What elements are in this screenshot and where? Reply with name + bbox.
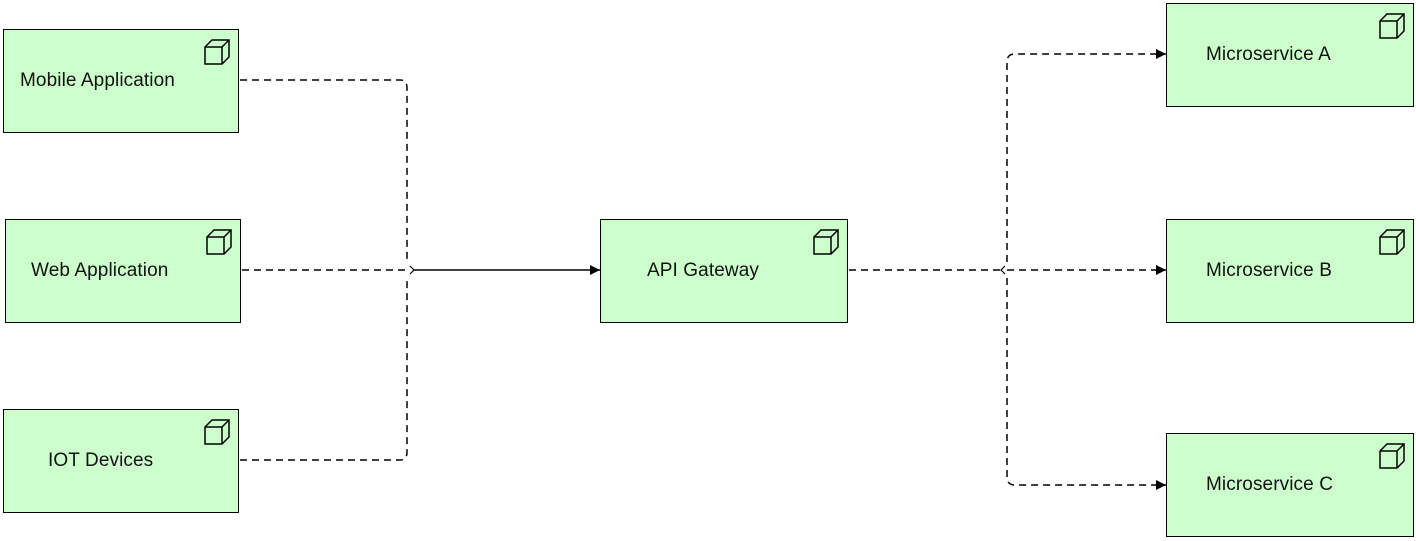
node-label: API Gateway (647, 260, 759, 281)
connector-junction-to-ms-a[interactable] (1006, 49, 1166, 262)
node-cube-icon (1379, 229, 1405, 255)
node-label: Microservice A (1206, 44, 1331, 65)
node-label: Microservice C (1206, 474, 1334, 495)
node-cube-icon (813, 229, 839, 255)
connector-mobile-to-junction[interactable] (240, 79, 408, 262)
node-cube-icon (1379, 13, 1405, 39)
node-microservice-b[interactable]: Microservice B (1166, 219, 1414, 323)
node-iot-devices[interactable]: IOT Devices (3, 409, 239, 513)
connector-junction-to-ms-c[interactable] (1006, 278, 1166, 490)
junction-mark-left (409, 265, 415, 275)
node-label: Microservice B (1206, 260, 1332, 281)
connector-iot-to-junction[interactable] (240, 278, 408, 461)
junction-mark-right (1000, 265, 1006, 275)
node-web-application[interactable]: Web Application (5, 219, 241, 323)
node-label: IOT Devices (48, 450, 154, 471)
node-label: Mobile Application (20, 70, 175, 91)
node-api-gateway[interactable]: API Gateway (600, 219, 848, 323)
node-cube-icon (1379, 443, 1405, 469)
node-cube-icon (204, 419, 230, 445)
node-cube-icon (206, 229, 232, 255)
node-microservice-a[interactable]: Microservice A (1166, 3, 1414, 107)
node-mobile-application[interactable]: Mobile Application (3, 29, 239, 133)
node-label: Web Application (31, 260, 169, 281)
node-microservice-c[interactable]: Microservice C (1166, 433, 1414, 537)
node-cube-icon (204, 39, 230, 65)
